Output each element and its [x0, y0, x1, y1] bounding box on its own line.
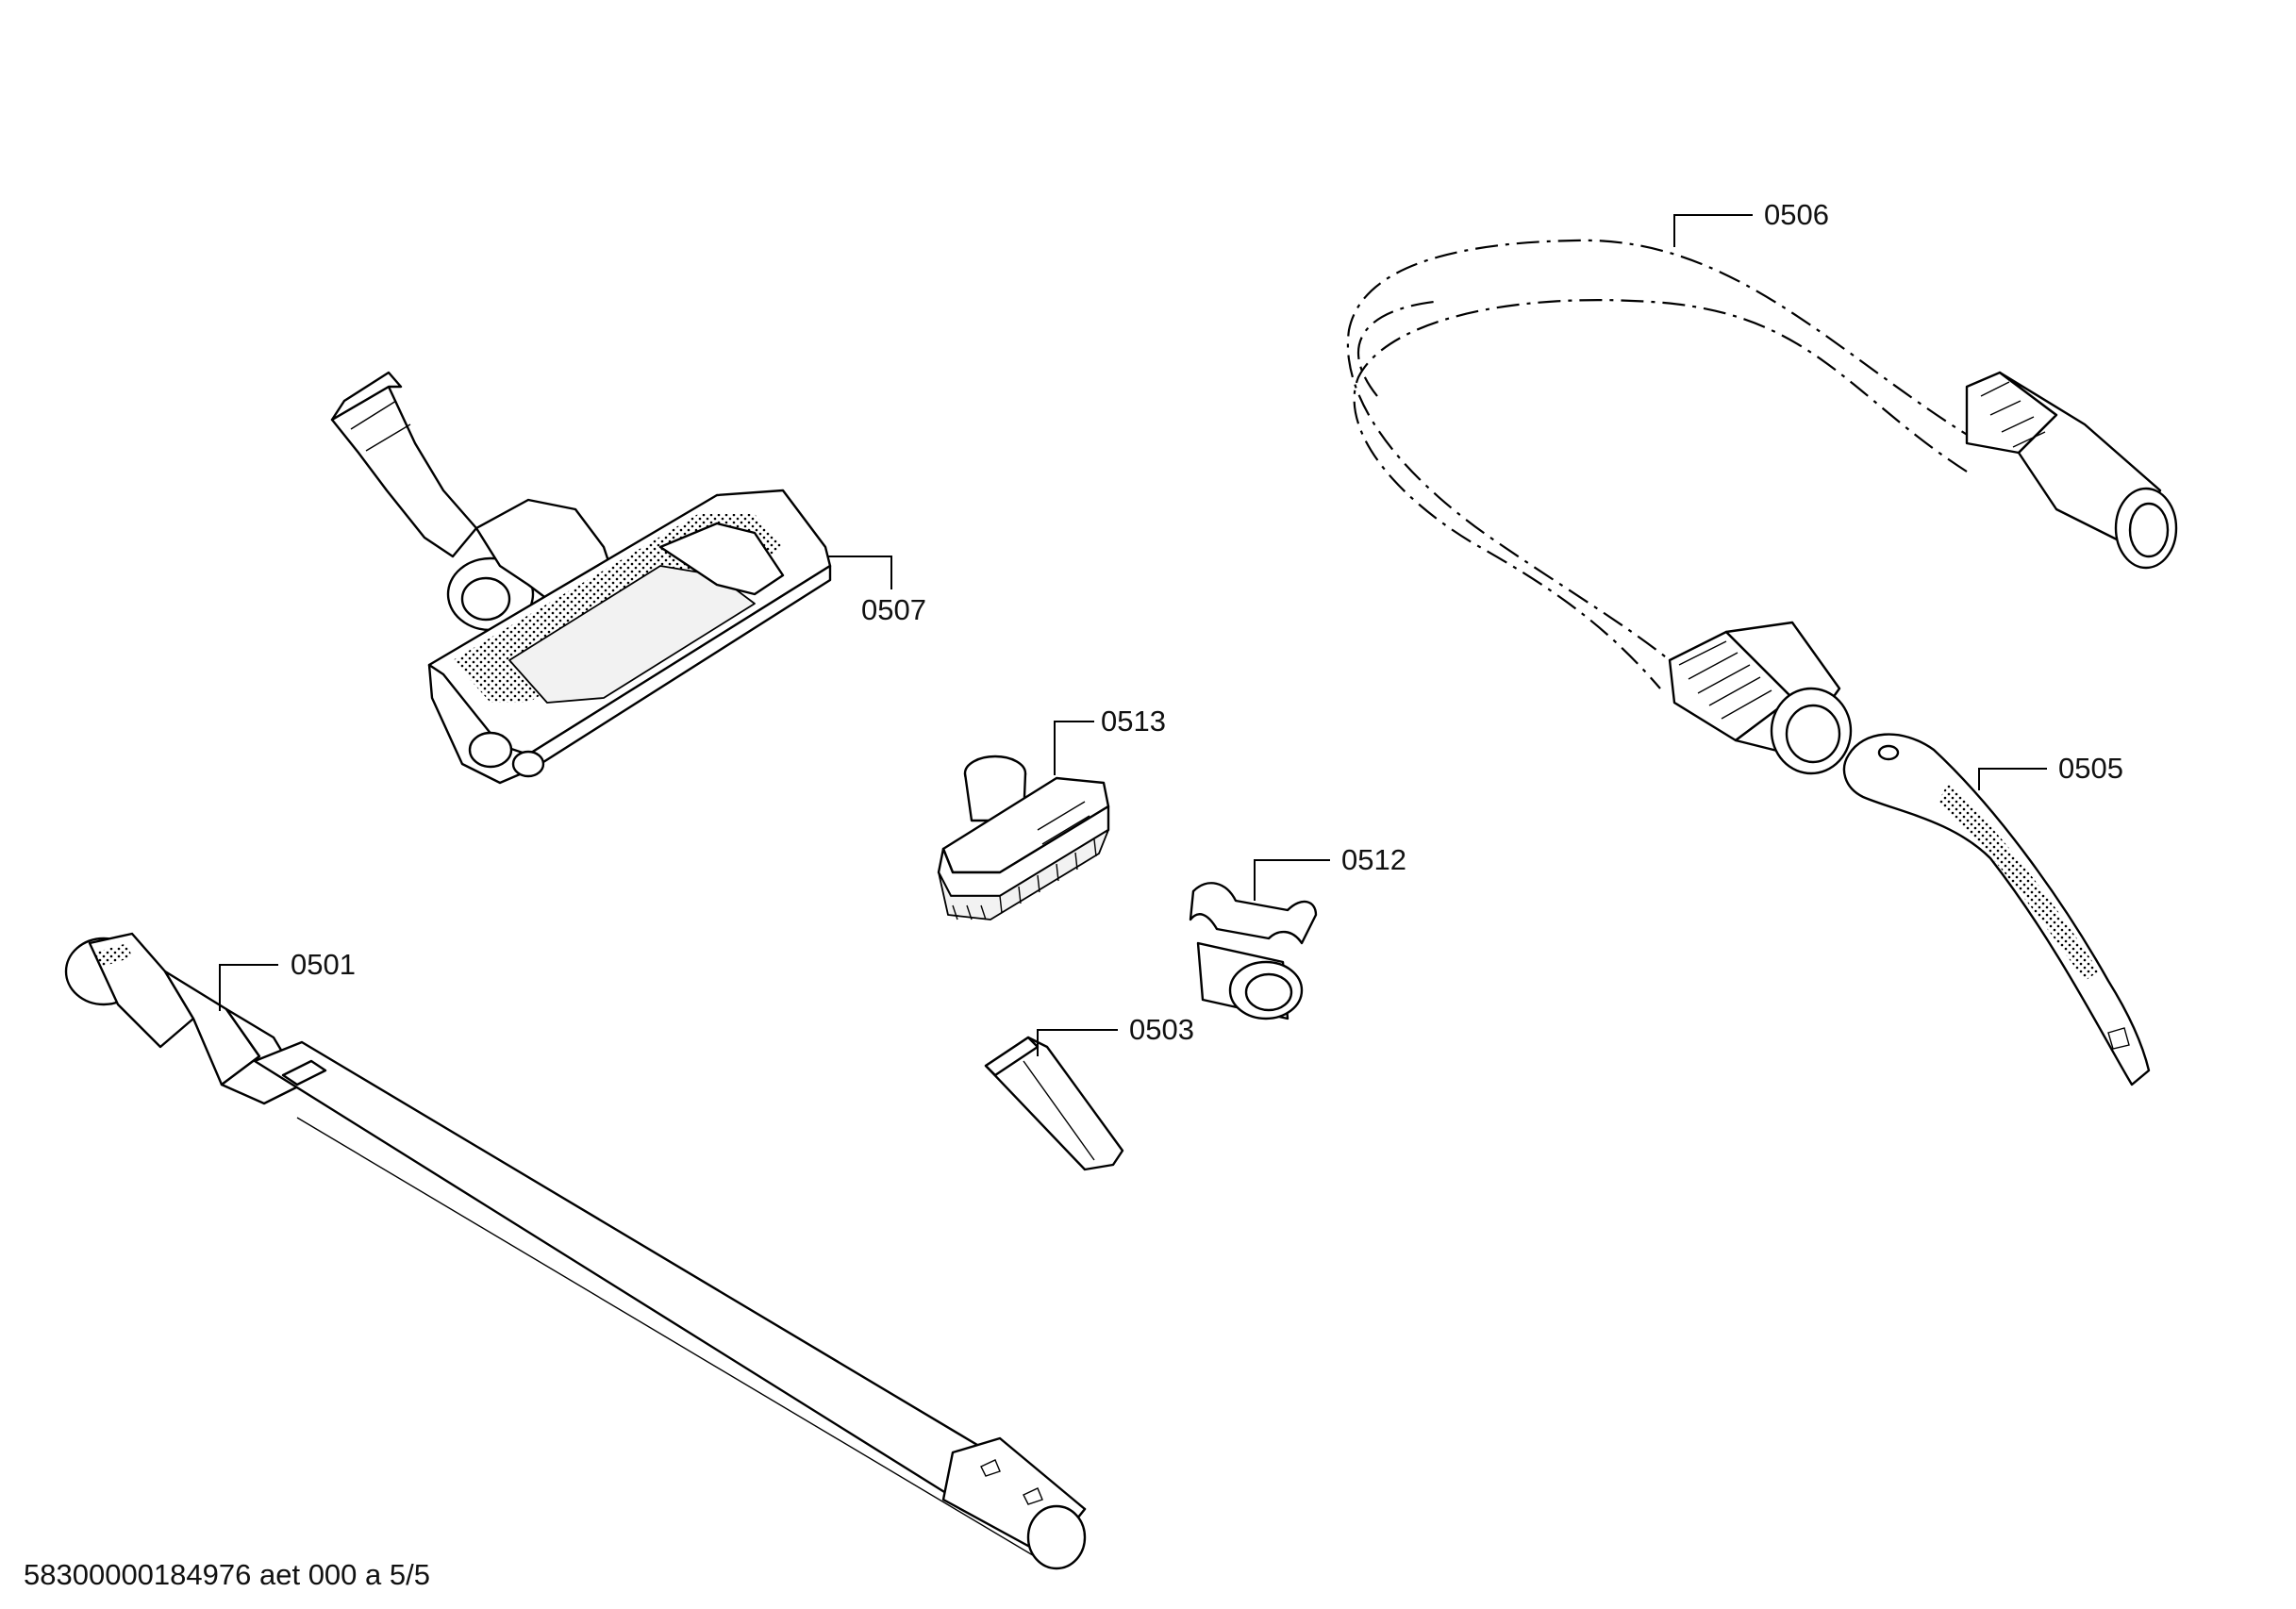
callout-label-0506: 0506	[1764, 198, 1829, 231]
telescopic-tube-part[interactable]	[64, 932, 1087, 1570]
crevice-nozzle-part[interactable]	[984, 1036, 1124, 1171]
callout-label-0513: 0513	[1101, 705, 1166, 738]
callout-0505: 0505	[1978, 752, 2123, 790]
floor-nozzle-part[interactable]	[330, 371, 832, 785]
clip-adapter-part[interactable]	[1189, 882, 1318, 1020]
brush-part[interactable]	[937, 755, 1110, 921]
callout-0512: 0512	[1254, 843, 1406, 901]
callout-label-0503: 0503	[1129, 1013, 1194, 1046]
callout-0506: 0506	[1673, 198, 1829, 247]
callout-0507: 0507	[828, 556, 926, 626]
document-code: 58300000184976 aet 000 a 5/5	[24, 1558, 430, 1591]
callout-label-0512: 0512	[1341, 843, 1406, 876]
callout-label-0505: 0505	[2058, 752, 2123, 785]
callout-label-0501: 0501	[291, 948, 356, 981]
hose-part[interactable]	[1346, 239, 2178, 775]
callout-label-0507: 0507	[861, 593, 926, 626]
callout-0501: 0501	[219, 948, 356, 1011]
handle-grip-part[interactable]	[1842, 733, 2151, 1086]
callout-0513: 0513	[1054, 705, 1166, 775]
callout-0503: 0503	[1037, 1013, 1194, 1056]
